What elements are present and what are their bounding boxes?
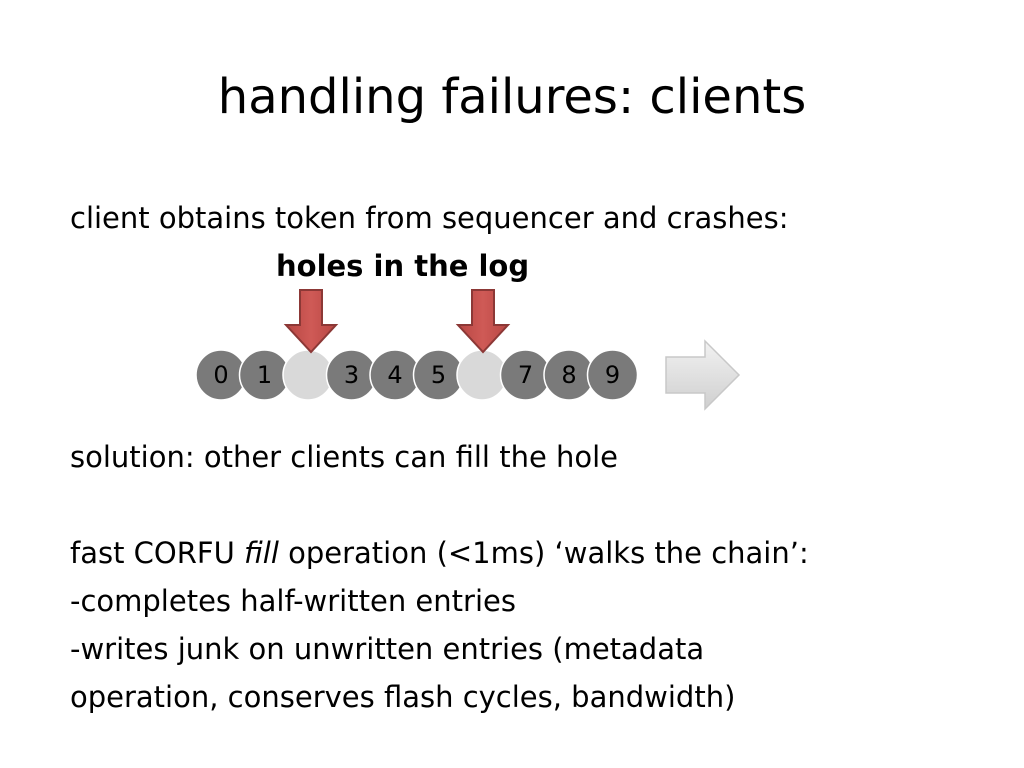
- log-entry-label: 0: [213, 361, 228, 389]
- log-hole: [282, 349, 334, 401]
- log-entry: 7: [499, 349, 552, 401]
- holes-label: holes in the log: [276, 249, 530, 283]
- log-entry-label: 4: [387, 361, 402, 389]
- fill-word: fill: [244, 536, 279, 570]
- log-entry: 9: [586, 349, 639, 401]
- log-entry-label: 9: [605, 361, 620, 389]
- log-entry: 8: [543, 349, 595, 401]
- log-entry: 5: [412, 349, 465, 401]
- log-hole-circle: [456, 349, 508, 401]
- hole-pointer-arrow: [283, 289, 339, 354]
- log-entry: 0: [195, 349, 247, 401]
- fill-pre-text: fast CORFU: [70, 536, 245, 570]
- log-entry-circle: [586, 349, 639, 401]
- bullet-writes-junk-cont: operation, conserves flash cycles, bandw…: [70, 680, 736, 714]
- log-entry: 4: [369, 349, 421, 401]
- fill-post-text: operation (<1ms) ‘walks the chain’:: [278, 536, 809, 570]
- hole-pointer-arrow: [455, 289, 511, 354]
- log-entry-label: 1: [257, 361, 272, 389]
- log-entry-label: 8: [561, 361, 576, 389]
- log-hole: [456, 349, 508, 401]
- slide-title: handling failures: clients: [217, 69, 807, 125]
- log-entry: 1: [238, 349, 291, 401]
- log-entry: 3: [325, 349, 378, 401]
- bullet-writes-junk: -writes junk on unwritten entries (metad…: [70, 632, 705, 666]
- log-entry-label: 3: [344, 361, 359, 389]
- intro-text: client obtains token from sequencer and …: [70, 201, 789, 235]
- solution-text: solution: other clients can fill the hol…: [70, 440, 619, 474]
- right-arrow-icon: [665, 339, 741, 411]
- log-hole-circle: [282, 349, 334, 401]
- fill-operation-line: fast CORFU fill operation (<1ms) ‘walks …: [70, 533, 809, 573]
- log-entry-label: 7: [518, 361, 533, 389]
- bullet-completes: -completes half-written entries: [70, 584, 516, 618]
- log-entry-label: 5: [431, 361, 446, 389]
